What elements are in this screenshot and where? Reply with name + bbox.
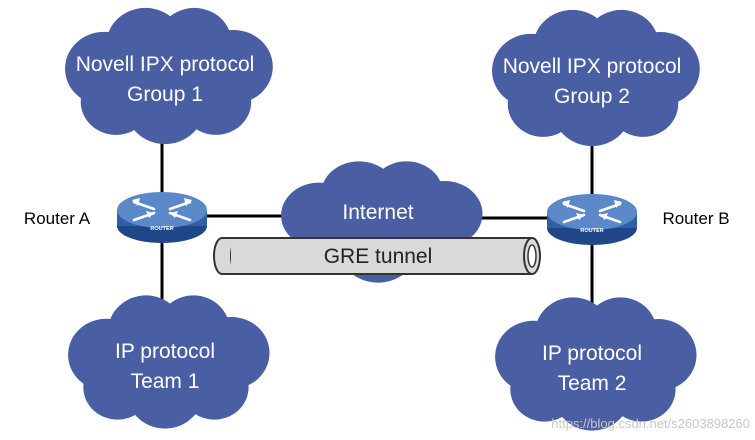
router-a-icon-text: ROUTER	[150, 226, 173, 232]
router-b-icon-text: ROUTER	[580, 228, 603, 234]
cloud-internet-label: Internet	[342, 201, 413, 224]
gre-tunnel: GRE tunnel	[213, 237, 541, 275]
cloud-group2-line2: Group 2	[554, 85, 630, 108]
router-b: ROUTER Router B	[545, 192, 730, 247]
cloud-team1-line2: Team 1	[131, 370, 200, 393]
cloud-group2: Novell IPX protocol Group 2	[492, 9, 700, 147]
cloud-group1: Novell IPX protocol Group 1	[65, 7, 273, 145]
cloud-group1-line1: Novell IPX protocol	[76, 53, 255, 76]
router-a: ROUTER Router A	[24, 190, 209, 245]
cloud-group2-line1: Novell IPX protocol	[503, 55, 682, 78]
cloud-team2-line1: IP protocol	[542, 342, 642, 365]
cloud-team1: IP protocol Team 1	[68, 295, 270, 429]
cloud-team2-line2: Team 2	[558, 372, 627, 395]
router-b-label: Router B	[662, 209, 729, 228]
gre-tunnel-label: GRE tunnel	[324, 245, 433, 268]
cloud-group1-line2: Group 1	[127, 83, 203, 106]
cloud-team2: IP protocol Team 2	[495, 297, 697, 431]
router-icon	[115, 190, 209, 245]
cloud-team1-line1: IP protocol	[115, 340, 215, 363]
watermark-url: https://blog.csdn.net/s2603898260	[551, 416, 750, 431]
router-icon	[545, 192, 639, 247]
router-a-label: Router A	[24, 209, 91, 228]
